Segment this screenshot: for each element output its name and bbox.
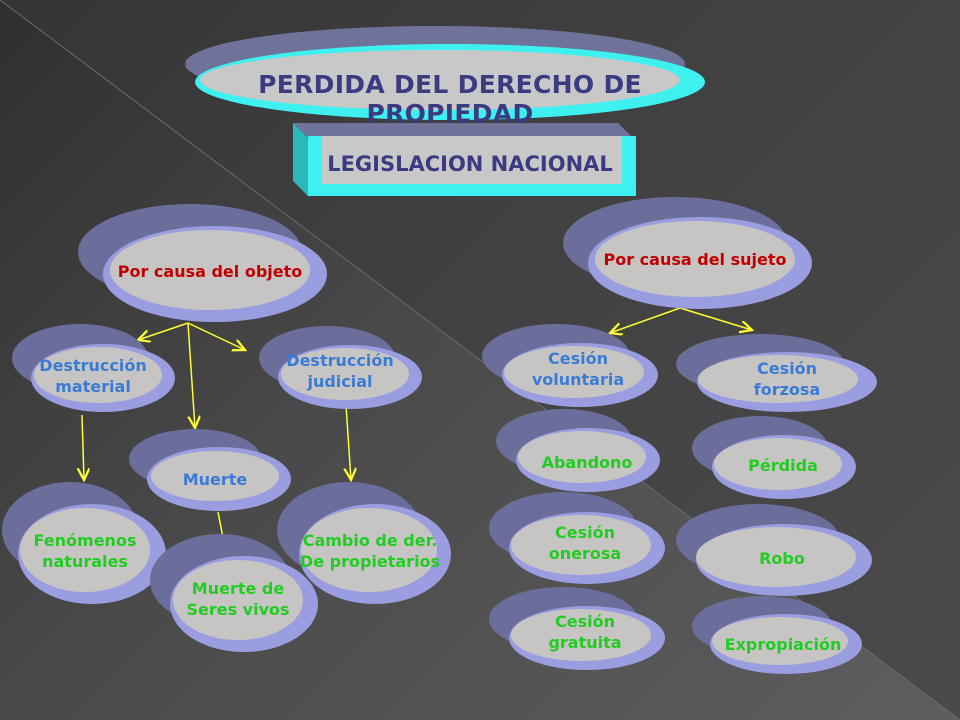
node-perdida: Pérdida bbox=[688, 412, 860, 502]
node-cesion-forzosa: Cesión forzosa bbox=[672, 330, 882, 415]
node-expropiacion: Expropiación bbox=[688, 592, 868, 677]
node-robo: Robo bbox=[672, 500, 877, 600]
arrow-sujeto-forzosa bbox=[679, 307, 752, 330]
arrow-objeto-material bbox=[138, 322, 189, 340]
node-por-causa-sujeto: Por causa del sujeto bbox=[560, 193, 820, 313]
node-por-causa-objeto: Por causa del objeto bbox=[75, 200, 335, 325]
node-abandono: Abandono bbox=[492, 405, 664, 495]
arrow-objeto-muerte bbox=[188, 322, 195, 428]
node-cesion-voluntaria: Cesión voluntaria bbox=[478, 320, 663, 410]
node-destruccion-judicial: Destrucción judicial bbox=[255, 322, 425, 412]
node-cesion-onerosa: Cesión onerosa bbox=[485, 488, 670, 588]
arrow-judicial-cambio bbox=[346, 404, 351, 480]
arrow-sujeto-voluntaria bbox=[610, 307, 681, 333]
node-muerte-seres-vivos: Muerte de Seres vivos bbox=[148, 530, 323, 655]
node-cambio-propietarios: Cambio de der. De propietarios bbox=[275, 478, 455, 608]
subtitle: LEGISLACION NACIONAL bbox=[327, 152, 613, 176]
node-cesion-gratuita: Cesión gratuita bbox=[485, 583, 670, 673]
arrow-material-fenomenos bbox=[82, 414, 84, 480]
arrow-objeto-judicial bbox=[187, 322, 245, 350]
node-muerte: Muerte bbox=[125, 425, 295, 515]
subtitle-box bbox=[293, 123, 636, 196]
node-fenomenos-naturales: Fenómenos naturales bbox=[0, 478, 170, 608]
node-destruccion-material: Destrucción material bbox=[8, 320, 178, 415]
title-oval bbox=[185, 26, 705, 120]
